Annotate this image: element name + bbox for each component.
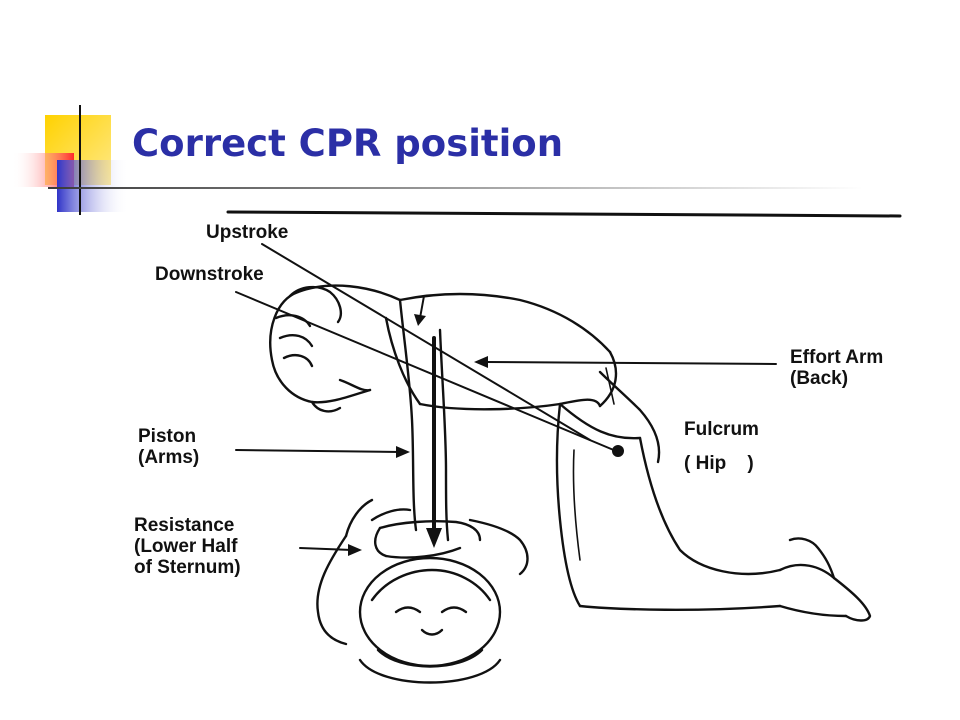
piston-arrow	[235, 446, 410, 458]
fulcrum-label: Fulcrum	[684, 419, 759, 440]
blue-square	[57, 160, 129, 212]
upstroke-label: Upstroke	[206, 222, 289, 243]
rescuer-head	[269, 284, 402, 413]
resistance-arrow	[299, 544, 362, 556]
rescuer-arms	[370, 298, 482, 559]
downstroke-label: Downstroke	[155, 264, 264, 285]
compression-arrow	[426, 336, 442, 548]
downstroke-line	[235, 291, 617, 452]
fulcrum-point	[612, 445, 624, 457]
title-underline	[48, 187, 863, 189]
resistance-label: Resistance (Lower Half of Sternum)	[134, 515, 241, 578]
fulcrum-hip-label: ( Hip )	[684, 453, 754, 474]
piston-label: Piston (Arms)	[138, 426, 200, 468]
rescuer-torso	[384, 292, 661, 464]
upstroke-line	[261, 243, 591, 441]
victim	[316, 498, 529, 684]
rescuer-legs	[555, 402, 872, 622]
slide-title: Correct CPR position	[132, 122, 564, 165]
effort-arm-label: Effort Arm (Back)	[790, 347, 884, 389]
effort-arm-arrow	[474, 356, 777, 368]
